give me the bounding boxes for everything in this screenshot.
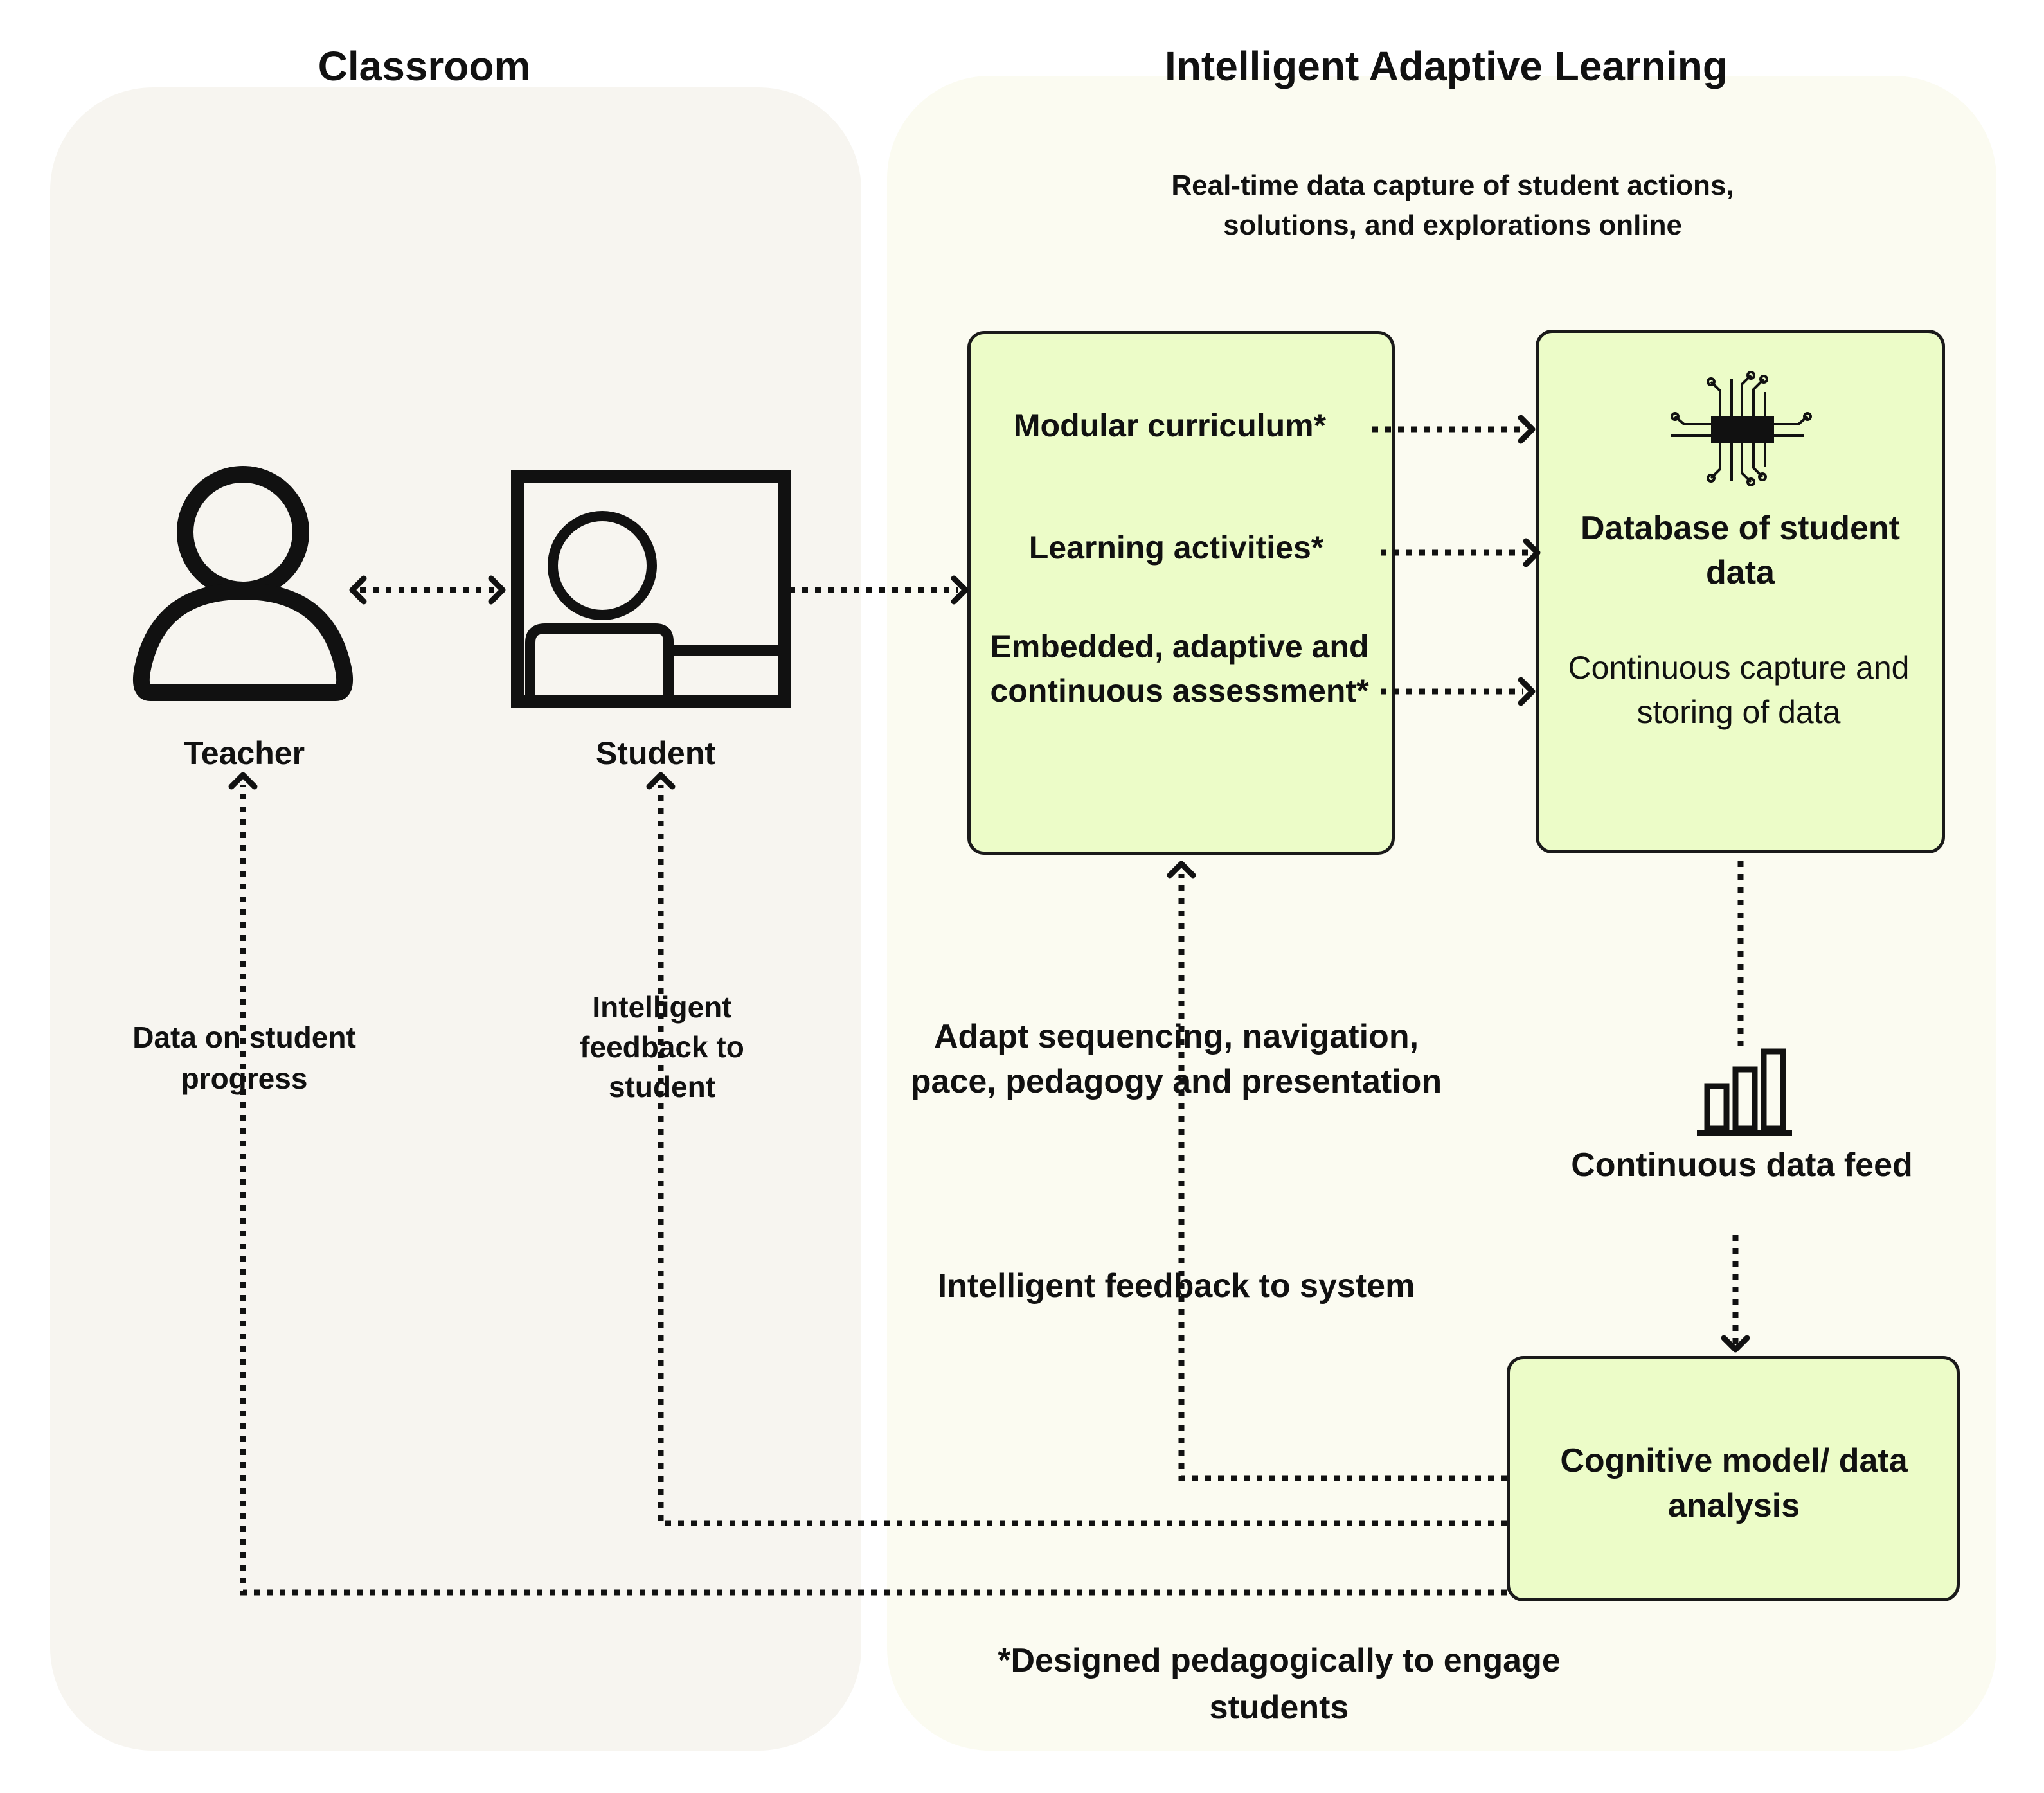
teacher-progress-connector — [240, 785, 1507, 1596]
cognitive-box — [1507, 1356, 1960, 1601]
assessment-label: Embedded, adaptive and continuous assess… — [990, 629, 1369, 709]
arrowhead — [1518, 415, 1536, 444]
cognitive-model-title: Cognitive model/ data analysis — [1560, 1442, 1908, 1525]
database-title: Database of student data — [1581, 510, 1900, 592]
arrowhead — [488, 575, 506, 605]
modular-curriculum-label: Modular curriculum* — [1013, 407, 1327, 443]
feedback-student-label: Intelligent feedback to student — [546, 987, 778, 1107]
arrowhead — [1167, 861, 1196, 879]
arrowhead — [646, 772, 676, 790]
student-screen-icon — [511, 470, 791, 708]
bar-chart-icon — [1697, 1048, 1792, 1136]
student-label: Student — [595, 735, 716, 771]
connectors — [240, 426, 1744, 1596]
feedback-system-label: Intelligent feedback to system — [937, 1267, 1415, 1305]
database-subtitle: Continuous capture and storing of data — [1568, 650, 1910, 730]
footnote: *Designed pedagogically to engage studen… — [998, 1642, 1561, 1726]
content-box — [967, 331, 1395, 855]
continuous-data-feed-label: Continuous data feed — [1571, 1146, 1913, 1184]
classroom-heading: Classroom — [318, 43, 531, 89]
classroom-panel — [50, 87, 861, 1751]
chip-icon — [1671, 371, 1812, 486]
arrowheads — [228, 415, 1750, 1353]
realtime-capture-note: Real-time data capture of student action… — [1171, 170, 1734, 241]
arrowhead — [951, 575, 969, 605]
arrowhead — [1518, 677, 1536, 706]
arrowhead — [349, 575, 367, 605]
student-feedback-connector — [658, 785, 1507, 1526]
learning-activities-label: Learning activities* — [1028, 530, 1324, 566]
arrowhead — [228, 772, 258, 790]
adapt-label: Adapt sequencing, navigation, pace, peda… — [910, 1018, 1442, 1101]
teacher-label: Teacher — [183, 735, 305, 771]
teacher-person-icon — [132, 466, 354, 701]
arrowhead — [1721, 1335, 1750, 1353]
adapt-connector — [1178, 874, 1507, 1481]
arrowhead — [1523, 538, 1541, 567]
ial-heading: Intelligent Adaptive Learning — [1165, 43, 1728, 89]
